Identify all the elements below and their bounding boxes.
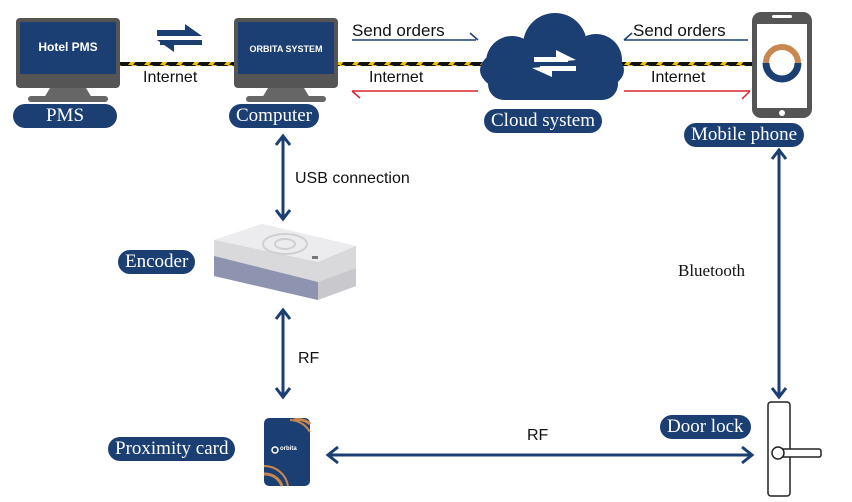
pms-monitor-icon bbox=[16, 18, 120, 102]
door-lock-label: Door lock bbox=[660, 415, 751, 439]
usb-connection-arrow bbox=[274, 133, 292, 222]
card-brand-text: orbita bbox=[280, 446, 297, 452]
pms-computer-internet-label: Internet bbox=[143, 69, 198, 86]
internet-cable bbox=[118, 62, 758, 66]
proximity-card-label: Proximity card bbox=[108, 437, 236, 461]
pms-screen-text: Hotel PMS bbox=[38, 40, 98, 54]
door-lock-icon bbox=[767, 401, 822, 497]
computer-label: Computer bbox=[229, 104, 319, 128]
bluetooth-arrow bbox=[770, 147, 788, 400]
computer-monitor-icon bbox=[234, 18, 338, 102]
encoder-label: Encoder bbox=[118, 250, 196, 274]
send-orders-label-left: Send orders bbox=[352, 21, 445, 40]
internet-label-left: Internet bbox=[369, 69, 424, 86]
bluetooth-label: Bluetooth bbox=[678, 261, 746, 280]
rf-label-horizontal: RF bbox=[527, 427, 549, 444]
rf-arrow-card-doorlock bbox=[325, 445, 755, 465]
cloud-exchange-icon bbox=[532, 50, 576, 77]
mobile-phone-icon bbox=[752, 12, 812, 118]
encoder-device-icon bbox=[214, 224, 356, 300]
mobile-phone-label: Mobile phone bbox=[684, 123, 805, 147]
proximity-card-icon bbox=[263, 418, 311, 487]
exchange-arrows-icon bbox=[157, 24, 202, 52]
send-orders-label-right: Send orders bbox=[633, 21, 726, 40]
pms-label: PMS bbox=[13, 104, 117, 128]
cloud-system-label: Cloud system bbox=[484, 109, 602, 133]
cloud-icon bbox=[480, 13, 624, 100]
rf-arrow-encoder-card bbox=[274, 307, 292, 400]
rf-label-vertical: RF bbox=[298, 350, 320, 367]
computer-screen-text: ORBITA SYSTEM bbox=[249, 44, 323, 54]
internet-label-right: Internet bbox=[651, 69, 706, 86]
usb-connection-label: USB connection bbox=[295, 170, 410, 187]
